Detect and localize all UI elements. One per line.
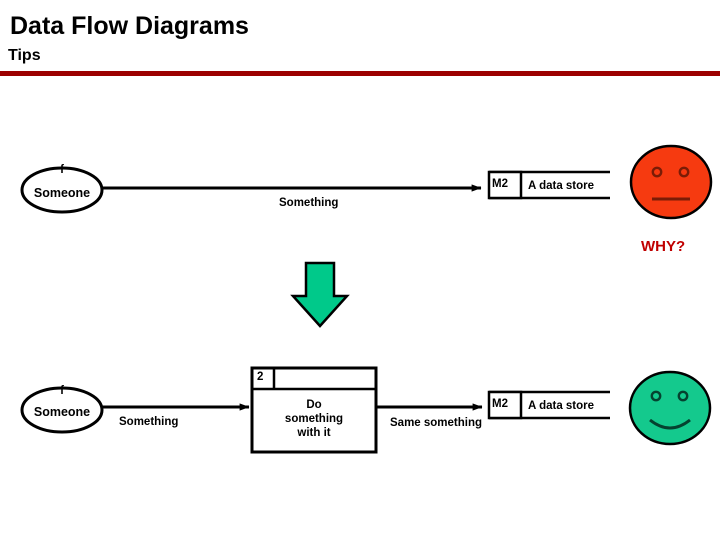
external-entity-top — [20, 166, 104, 214]
external-entity-bottom-label: Someone — [33, 405, 91, 419]
process-label-line1: Do — [306, 399, 322, 411]
data-store-top-id: M2 — [492, 178, 508, 190]
neutral-face-icon — [629, 144, 713, 220]
external-entity-bottom — [20, 386, 104, 434]
external-entity-top-id: f — [60, 164, 64, 176]
process-label-line3: with it — [297, 427, 331, 439]
why-annotation: WHY? — [641, 238, 686, 255]
data-store-bottom-id: M2 — [492, 398, 508, 410]
down-arrow-icon — [290, 261, 350, 328]
flow-label-top: Something — [279, 197, 339, 209]
process-id: 2 — [257, 371, 264, 383]
data-store-top-label: A data store — [528, 180, 595, 192]
smiley-face-icon — [628, 370, 712, 446]
process-label: Do something with it — [252, 398, 376, 440]
page-title: Data Flow Diagrams — [10, 12, 249, 40]
data-store-bottom — [487, 390, 610, 420]
external-entity-bottom-id: f — [60, 385, 64, 397]
data-store-bottom-label: A data store — [528, 400, 595, 412]
external-entity-top-label: Someone — [33, 186, 91, 200]
process-box — [250, 366, 378, 454]
header-divider — [0, 71, 720, 76]
flow-label-bottom-out: Same something — [390, 417, 483, 429]
page-subtitle: Tips — [8, 47, 41, 64]
flow-label-bottom-in: Something — [119, 416, 179, 428]
data-store-top — [487, 170, 610, 200]
process-label-line2: something — [284, 413, 344, 425]
